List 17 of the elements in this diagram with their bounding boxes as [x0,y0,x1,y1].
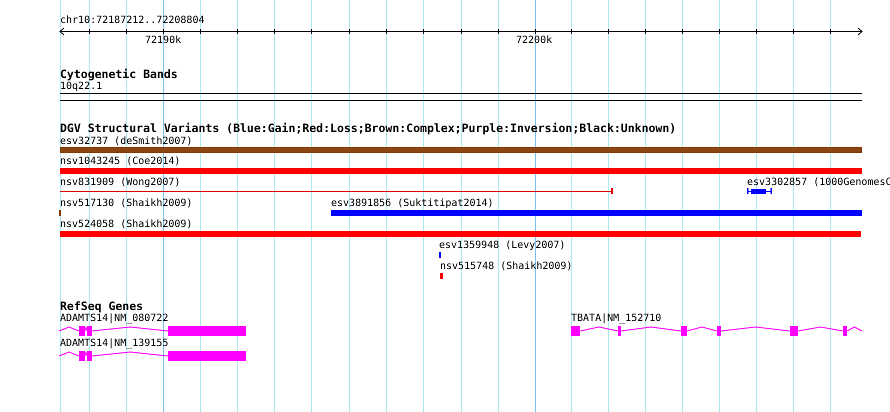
feature-label: nsv524058 (Shaikh2009) [60,219,192,230]
feature-label: ADAMTS14|NM_139155 [60,338,168,349]
feature-label: nsv517130 (Shaikh2009) [60,198,192,209]
feature-label: nsv831909 (Wong2007) [60,177,180,188]
track-title: RefSeq Genes [60,300,144,312]
tick-label: 72200k [516,35,552,46]
feature-label: esv1359948 (Levy2007) [439,240,566,251]
feature-label: TBATA|NM_152710 [571,313,662,324]
feature-label: 10q22.1 [60,81,102,92]
tick-label: 72190k [145,35,182,46]
feature-label: esv3891856 (Suktitipat2014) [331,198,494,209]
feature-label: nsv515748 (Shaikh2009) [440,261,572,272]
track-title: DGV Structural Variants (Blue:Gain;Red:Loss;Brown:Complex;Purple:Inversion;Black:Unknown) [60,122,676,134]
feature-label: esv32737 (deSmith2007) [60,136,192,147]
feature-label: nsv1043245 (Coe2014) [60,156,180,167]
feature-label: ADAMTS14|NM_080722 [60,313,168,324]
coordinate-range: chr10:72187212..72208804 [60,15,204,26]
